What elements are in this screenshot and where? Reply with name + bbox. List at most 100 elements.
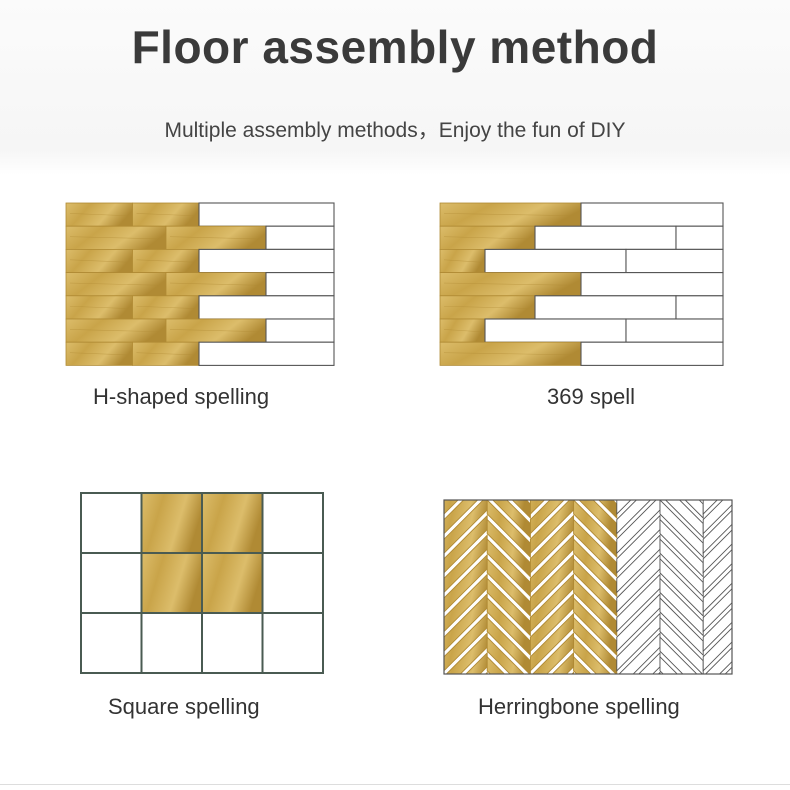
blank-plank xyxy=(616,500,632,516)
wood-plank xyxy=(486,596,531,657)
wood-plank xyxy=(486,557,531,618)
wood-grain-line xyxy=(443,282,578,286)
wood-grain-line xyxy=(443,305,532,309)
wood-grain-line xyxy=(169,282,263,286)
wood-plank xyxy=(529,500,565,535)
wood-grain-line xyxy=(443,236,532,240)
wood-plank xyxy=(573,577,618,637)
page-subtitle: Multiple assembly methods，Enjoy the fun … xyxy=(164,119,626,142)
369-caption: 369 spell xyxy=(547,384,636,409)
wood-grain-line xyxy=(69,213,129,217)
blank-plank xyxy=(198,248,335,274)
wood-grain-line xyxy=(69,236,163,240)
wood-plank xyxy=(486,500,531,559)
wood-plank xyxy=(573,538,618,598)
blank-tile xyxy=(80,612,143,674)
blank-plank xyxy=(198,295,335,320)
blank-tile xyxy=(261,492,324,554)
blank-plank xyxy=(484,248,627,274)
page-title: Floor assembly method xyxy=(131,21,659,73)
blank-plank xyxy=(625,248,724,274)
wood-grain-line xyxy=(136,352,196,356)
wood-tile xyxy=(140,492,203,554)
bottom-divider xyxy=(0,784,790,785)
wood-grain-line xyxy=(69,329,163,333)
blank-plank xyxy=(702,500,718,516)
blank-plank xyxy=(702,529,732,574)
blank-plank xyxy=(675,225,724,250)
wood-tile xyxy=(140,552,203,614)
blank-plank xyxy=(659,596,704,657)
blank-plank xyxy=(580,272,724,297)
wood-grain-line xyxy=(443,352,578,356)
blank-plank xyxy=(659,636,698,674)
blank-plank xyxy=(534,295,677,320)
blank-plank xyxy=(580,341,724,366)
wood-plank xyxy=(486,616,531,674)
wood-grain-line xyxy=(443,329,482,333)
blank-tile xyxy=(201,612,264,674)
wood-grain-line xyxy=(443,259,482,263)
wood-plank xyxy=(529,500,546,516)
herringbone-pattern-diagram xyxy=(443,499,733,675)
wood-plank xyxy=(573,500,618,559)
blank-plank xyxy=(702,500,732,535)
blank-tile xyxy=(80,552,143,614)
blank-tile xyxy=(261,612,324,674)
square-caption: Square spelling xyxy=(108,694,260,719)
h-shaped-pattern-diagram xyxy=(65,202,335,366)
wood-plank xyxy=(444,500,459,515)
wood-plank xyxy=(486,538,531,598)
blank-plank xyxy=(675,295,724,320)
369-pattern-diagram xyxy=(439,202,724,366)
blank-plank xyxy=(659,655,678,674)
blank-tile xyxy=(261,552,324,614)
wood-plank xyxy=(486,636,525,674)
blank-plank xyxy=(198,202,335,227)
wood-grain-line xyxy=(169,329,263,333)
h-shaped-caption: H-shaped spelling xyxy=(93,384,270,409)
blank-plank xyxy=(484,318,627,343)
blank-plank xyxy=(265,318,335,343)
blank-plank xyxy=(534,225,677,250)
blank-tile xyxy=(80,492,143,554)
wood-plank xyxy=(486,655,506,674)
wood-plank xyxy=(573,518,618,578)
blank-plank xyxy=(702,627,732,672)
herringbone-border xyxy=(443,499,733,675)
blank-plank xyxy=(659,557,704,618)
blank-plank xyxy=(625,318,724,343)
wood-grain-line xyxy=(69,259,129,263)
wood-tile xyxy=(201,492,264,554)
wood-plank xyxy=(511,500,531,520)
wood-plank xyxy=(598,500,618,520)
blank-plank xyxy=(659,518,704,578)
wood-grain-line xyxy=(69,282,163,286)
blank-tile xyxy=(140,612,203,674)
wood-plank xyxy=(573,616,618,674)
blank-plank xyxy=(659,577,704,637)
wood-grain-line xyxy=(136,305,196,309)
wood-plank xyxy=(486,577,531,637)
blank-plank xyxy=(580,202,724,227)
wood-plank xyxy=(578,500,618,539)
blank-plank xyxy=(659,500,704,559)
blank-plank xyxy=(724,666,732,674)
blank-plank xyxy=(684,500,704,520)
blank-plank xyxy=(702,509,732,555)
blank-plank xyxy=(702,568,732,614)
wood-tile xyxy=(201,552,264,614)
blank-plank xyxy=(616,500,652,535)
wood-plank xyxy=(573,596,618,657)
wood-grain-line xyxy=(443,213,578,217)
blank-plank xyxy=(659,616,704,674)
blank-plank xyxy=(265,225,335,250)
herringbone-planks xyxy=(444,500,732,674)
wood-grain-line xyxy=(136,213,196,217)
wood-plank xyxy=(444,500,479,535)
wood-plank xyxy=(573,636,612,674)
wood-plank xyxy=(573,557,618,618)
wood-grain-line xyxy=(69,352,129,356)
blank-plank xyxy=(664,500,704,539)
square-pattern-diagram xyxy=(80,492,324,674)
